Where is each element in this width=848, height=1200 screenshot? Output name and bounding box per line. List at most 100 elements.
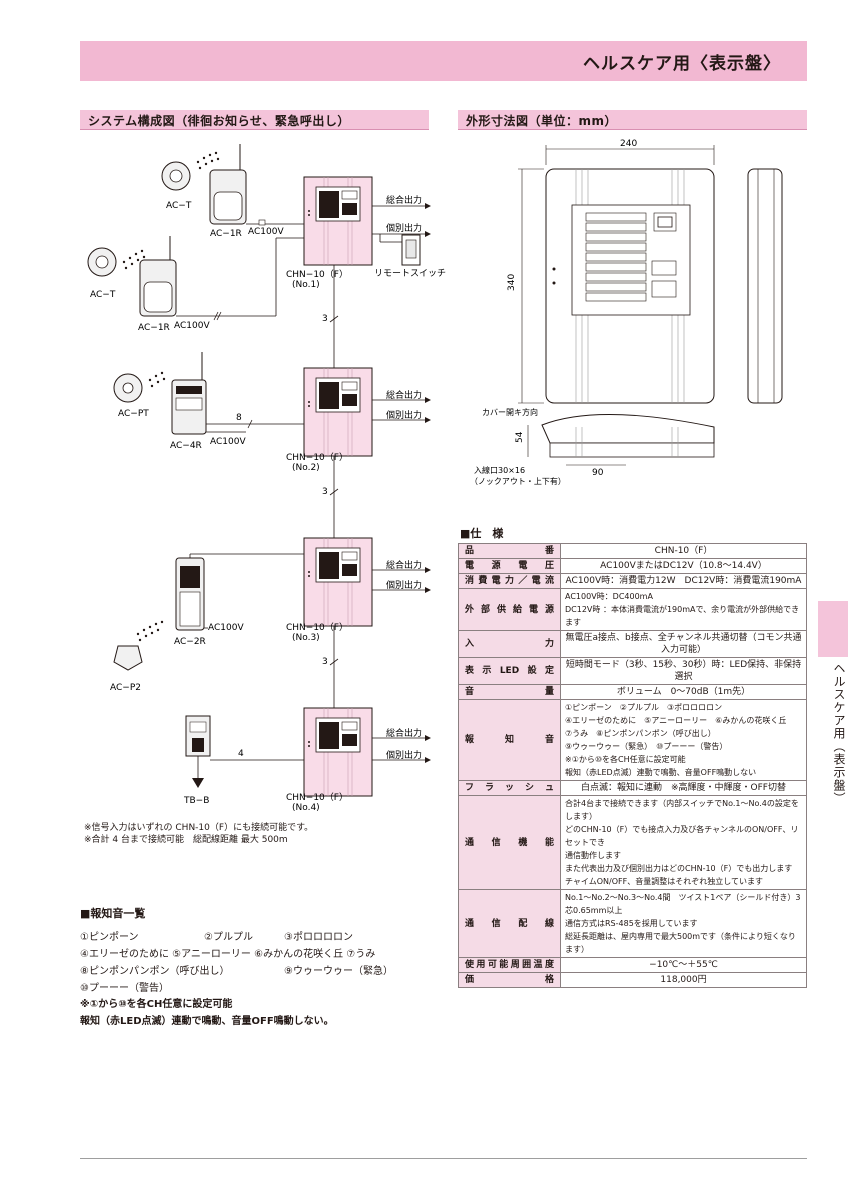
output-total-4: 総合出力: [386, 727, 422, 739]
spec-value-line: ⑨ウゥーウゥー（緊急） ⑩プーーー（警告）: [565, 742, 728, 751]
chn-label-3: CHN−10（F）: [286, 622, 348, 633]
spec-row: 音 量ボリューム 0〜70dB（1m先）: [458, 684, 807, 700]
sound-row-3: ⑧ピンポンパンポン（呼び出し） ⑨ウゥーウゥー（緊急）: [80, 966, 450, 978]
system-note-1: ※信号入力はいずれの CHN-10（F）にも接続可能です。: [84, 823, 314, 833]
sound-6: ⑥みかんの花咲く丘: [254, 949, 344, 960]
output-each-3: 個別出力: [386, 579, 422, 591]
act-label-1: AC−T: [166, 201, 192, 211]
spec-row: 入 力無電圧a接点、b接点、全チャンネル共通切替（コモン共通入力可能）: [458, 630, 807, 658]
sound-3: ③ポロロロロン: [284, 932, 353, 943]
chn-no-4: (No.4): [292, 803, 320, 813]
spec-label: 報 知 音: [458, 699, 561, 781]
output-total-2: 総合出力: [386, 389, 422, 401]
system-section-title: システム構成図（徘徊お知らせ、緊急呼出し）: [88, 114, 350, 128]
spec-value-line: チャイムON/OFF、音量調整はそれぞれ独立しています: [565, 877, 763, 886]
tbb-label: TB−B: [183, 796, 209, 806]
spec-label: フラッシュ: [458, 780, 561, 796]
act-label-2: AC−T: [90, 290, 116, 300]
output-each-4: 個別出力: [386, 749, 422, 761]
ac100v-label-4: AC100V: [208, 623, 244, 633]
spec-value-line: AC100V時：DC400mA: [565, 592, 653, 601]
chn-no-3: (No.3): [292, 633, 320, 643]
sound-5: ⑤アニーローリー: [172, 949, 251, 960]
side-view: [747, 168, 783, 404]
wire-count-4: 4: [238, 749, 244, 759]
sound-note-2: 報知（赤LED点滅）連動で鳴動、音量OFF鳴動しない。: [80, 1016, 334, 1027]
ac4r-label: AC−4R: [170, 441, 202, 451]
sound-7: ⑦うみ: [346, 949, 376, 960]
spec-value: AC100V時：消費電力12W DC12V時：消費電流190mA: [560, 573, 807, 589]
spec-label: 通信機能: [458, 795, 561, 890]
spec-label: 通信配線: [458, 889, 561, 958]
sound-2: ②プルプル: [204, 932, 253, 943]
ac1r-label-2: AC−1R: [138, 323, 170, 333]
spec-value-line: 総延長距離は、屋内専用で最大500mです（条件により短くなります）: [565, 932, 796, 954]
chn10-panel-no2: [303, 367, 373, 457]
ac100v-label-3: AC100V: [210, 437, 246, 447]
spec-label: 消費電力／電流: [458, 573, 561, 589]
output-each-2: 個別出力: [386, 409, 422, 421]
dimension-section-title: 外形寸法図（単位：mm）: [466, 114, 618, 128]
chn-label-2: CHN−10（F）: [286, 452, 348, 463]
spec-value: 合計4台まで接続できます（内部スイッチでNo.1〜No.4の設定をします）どのC…: [560, 795, 807, 890]
wire-count-3b: 3: [322, 487, 328, 497]
chn-no-1: (No.1): [292, 280, 320, 290]
wire-count-3c: 3: [322, 657, 328, 667]
output-each-1: 個別出力: [386, 222, 422, 234]
page-header: ヘルスケア用〈表示盤〉: [80, 41, 807, 81]
spec-value-line: 報知（赤LED点滅）連動で鳴動、音量OFF鳴動しない: [565, 768, 757, 777]
ac1r-label-1: AC−1R: [210, 229, 242, 239]
side-tab-label: ヘルスケア用（表示盤）: [832, 662, 846, 805]
chn-label-1: CHN−10（F）: [286, 269, 348, 280]
spec-value: AC100VまたはDC12V（10.8〜14.4V）: [560, 558, 807, 574]
ac100v-label-2: AC100V: [174, 321, 210, 331]
port-label-1: 入線口30×16: [474, 465, 525, 475]
chn-label-4: CHN−10（F）: [286, 792, 348, 803]
remote-switch-label: リモートスイッチ: [374, 268, 446, 279]
dim-height: 340: [507, 274, 517, 291]
spec-label: 表示LED設定: [458, 657, 561, 685]
sound-row-2: ④エリーゼのために ⑤アニーローリー ⑥みかんの花咲く丘 ⑦うみ: [80, 949, 450, 961]
spec-label: 品 番: [458, 543, 561, 559]
spec-value-line: また代表出力及び個別出力はどのCHN-10（F）でも出力します: [565, 864, 793, 873]
dim-port-width: 90: [592, 468, 604, 478]
ac100v-label-1: AC100V: [248, 227, 284, 237]
spec-value-line: ①ピンポーン ②プルプル ③ポロロロロン: [565, 703, 723, 712]
spec-label: 音 量: [458, 684, 561, 700]
wire-count-3a: 3: [322, 314, 328, 324]
spec-label: 入 力: [458, 630, 561, 658]
side-tab: [818, 601, 848, 657]
ac2r-label: AC−2R: [174, 637, 206, 647]
chn10-panel-no1: [303, 176, 373, 266]
spec-value-line: No.1〜No.2〜No.3〜No.4間 ツイスト1ペア（シールド付き）3芯0.…: [565, 893, 801, 915]
dimension-diagram: 240 340 カバー開キ方向 54 90 入線口30×16 （ノックアウト・上…: [470, 139, 783, 486]
sound-note-1: ※①から⑩を各CH任意に設定可能: [80, 999, 233, 1010]
bottom-view: [541, 414, 715, 444]
system-note-2: ※合計 4 台まで接続可能 総配線距離 最大 500m: [84, 835, 288, 845]
dim-width: 240: [620, 139, 637, 149]
spec-value-line: ⑦うみ ⑧ピンポンパンポン（呼び出し）: [565, 729, 716, 738]
spec-label: 電源電圧: [458, 558, 561, 574]
dimension-section-bar: 外形寸法図（単位：mm）: [458, 110, 807, 130]
spec-value-line: DC12V時 ：本体消費電流が190mAで、余り電流が外部供給できます: [565, 605, 800, 627]
spec-value-line: 通信動作します: [565, 851, 621, 860]
spec-value-line: 通信方式はRS-485を採用しています: [565, 919, 698, 928]
system-section-bar: システム構成図（徘徊お知らせ、緊急呼出し）: [80, 110, 429, 130]
sound-8: ⑧ピンポンパンポン（呼び出し）: [80, 966, 230, 977]
spec-value: 118,000円: [560, 972, 807, 988]
spec-value-line: ※①から⑩を各CH任意に設定可能: [565, 755, 686, 764]
spec-row: フラッシュ白点滅：報知に連動 ※高輝度・中輝度・OFF切替: [458, 780, 807, 796]
page-title: ヘルスケア用〈表示盤〉: [583, 54, 781, 74]
spec-title: ■仕 様: [460, 527, 504, 540]
spec-value: ボリューム 0〜70dB（1m先）: [560, 684, 807, 700]
system-diagram: 総合出力 個別出力 CHN−10（F） (No.1) リモートスイッチ AC−T…: [87, 144, 446, 813]
spec-value: AC100V時：DC400mA DC12V時 ：本体消費電流が190mAで、余り電…: [560, 588, 807, 631]
spec-label: 価 格: [458, 972, 561, 988]
spec-value: No.1〜No.2〜No.3〜No.4間 ツイスト1ペア（シールド付き）3芯0.…: [560, 889, 807, 958]
spec-value: 無電圧a接点、b接点、全チャンネル共通切替（コモン共通入力可能）: [560, 630, 807, 658]
